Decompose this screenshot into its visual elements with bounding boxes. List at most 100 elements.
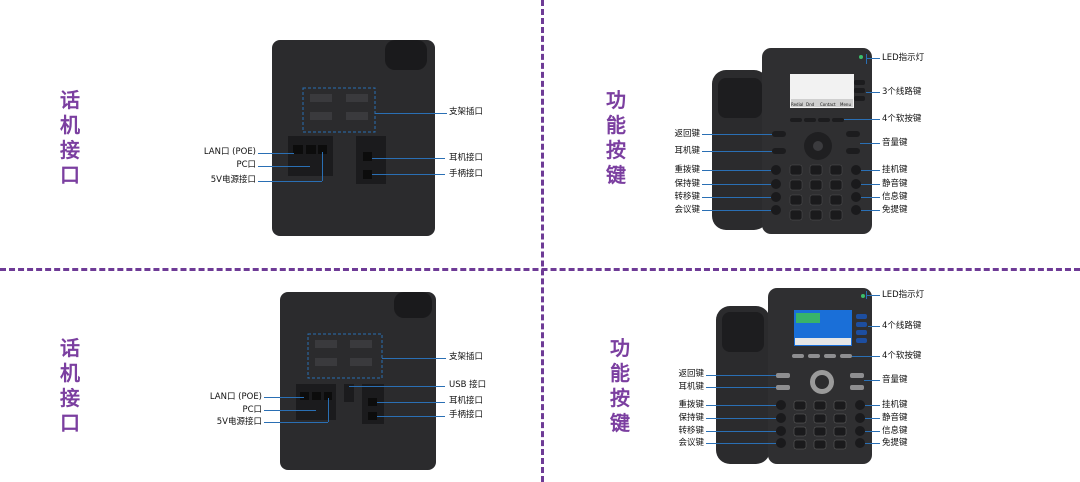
leader-back-top — [702, 134, 772, 135]
label-redial-top: 重拨键 — [674, 165, 700, 175]
leader-soft-keys-top — [844, 119, 880, 120]
interfaces-title-bottom: 话 机 接 口 — [58, 336, 82, 436]
label-message-bottom: 信息键 — [882, 426, 908, 436]
title-char: 话 — [60, 88, 80, 112]
leader-hold-bottom — [706, 418, 776, 419]
leader-transfer-top — [702, 197, 771, 198]
leader-power-bottom — [264, 422, 328, 423]
label-transfer-bottom: 转移键 — [678, 426, 704, 436]
label-headset-top: 耳机接口 — [449, 153, 484, 163]
label-soft-keys-top: 4个软按键 — [882, 114, 922, 124]
label-lan-bottom: LAN口 (POE) — [209, 392, 262, 402]
leader-led-top — [866, 58, 880, 59]
label-led-bottom: LED指示灯 — [882, 290, 925, 300]
leader-handset-top — [372, 174, 445, 175]
vertical-divider — [541, 0, 544, 482]
leader-headset-key-bottom — [706, 387, 776, 388]
leader-headset-bottom — [377, 402, 445, 403]
leader-line-keys-top — [866, 92, 880, 93]
label-transfer-top: 转移键 — [674, 192, 700, 202]
title-char: 键 — [610, 411, 630, 435]
leader-redial-bottom — [706, 405, 776, 406]
label-pc-top: PC口 — [236, 160, 256, 170]
leader-pc-bottom — [264, 410, 316, 411]
leader-usb-bottom — [349, 386, 445, 387]
label-speaker-top: 免提键 — [882, 205, 908, 215]
label-stand-slot-bottom: 支架插口 — [449, 352, 484, 362]
label-message-top: 信息键 — [882, 192, 908, 202]
leader-back-bottom — [706, 375, 776, 376]
leader-led-vertical-top — [866, 54, 867, 64]
label-headset-key-top: 耳机键 — [674, 146, 700, 156]
screen-softkey: Dnd — [806, 102, 815, 107]
leader-hangup-bottom — [865, 405, 880, 406]
label-conference-top: 会议键 — [674, 205, 700, 215]
leader-lan-top — [258, 153, 294, 154]
leader-power-vertical-top — [322, 152, 323, 181]
label-conference-bottom: 会议键 — [678, 438, 704, 448]
title-char: 按 — [606, 138, 626, 162]
label-line-keys-bottom: 4个线路键 — [882, 321, 922, 331]
leader-conference-top — [702, 210, 771, 211]
label-handset-top: 手柄接口 — [449, 169, 484, 179]
title-char: 能 — [606, 113, 626, 137]
leader-handset-bottom — [377, 416, 445, 417]
leader-hangup-top — [861, 170, 880, 171]
title-char: 功 — [606, 88, 626, 112]
leader-soft-keys-bottom — [852, 356, 880, 357]
label-speaker-bottom: 免提键 — [882, 438, 908, 448]
label-hold-top: 保持键 — [674, 179, 700, 189]
leader-mute-top — [861, 184, 880, 185]
leader-transfer-bottom — [706, 431, 776, 432]
leader-speaker-top — [861, 210, 880, 211]
leader-speaker-bottom — [865, 443, 880, 444]
label-power-top: 5V电源接口 — [210, 175, 256, 185]
title-char: 功 — [610, 336, 630, 360]
leader-line-keys-bottom — [868, 326, 880, 327]
leader-hold-top — [702, 184, 771, 185]
title-char: 接 — [60, 138, 80, 162]
interfaces-title-top: 话 机 接 口 — [58, 88, 82, 188]
title-char: 键 — [606, 163, 626, 187]
title-char: 口 — [60, 411, 80, 435]
label-back-bottom: 返回键 — [678, 369, 704, 379]
label-redial-bottom: 重拨键 — [678, 400, 704, 410]
leader-power-vertical-bottom — [328, 398, 329, 422]
leader-pc-top — [258, 166, 310, 167]
label-volume-top: 音量键 — [882, 138, 908, 148]
label-headset-bottom: 耳机接口 — [449, 396, 484, 406]
screen-softkey: Redial — [791, 102, 804, 107]
leader-led-bottom — [866, 295, 880, 296]
title-char: 机 — [60, 361, 80, 385]
title-char: 按 — [610, 386, 630, 410]
label-lan-top: LAN口 (POE) — [203, 147, 256, 157]
label-pc-bottom: PC口 — [242, 405, 262, 415]
label-hangup-top: 挂机键 — [882, 165, 908, 175]
leader-message-bottom — [865, 431, 880, 432]
leader-lan-bottom — [264, 397, 304, 398]
title-char: 话 — [60, 336, 80, 360]
label-led-top: LED指示灯 — [882, 53, 925, 63]
label-usb-bottom: USB 接口 — [449, 380, 487, 390]
leader-conference-bottom — [706, 443, 776, 444]
label-headset-key-bottom: 耳机键 — [678, 382, 704, 392]
leader-message-top — [861, 197, 880, 198]
label-back-top: 返回键 — [674, 129, 700, 139]
leader-stand-slot-top — [375, 113, 447, 114]
label-handset-bottom: 手柄接口 — [449, 410, 484, 420]
title-char: 口 — [60, 163, 80, 187]
label-mute-bottom: 静音键 — [882, 413, 908, 423]
title-char: 能 — [610, 361, 630, 385]
leader-mute-bottom — [865, 418, 880, 419]
title-char: 接 — [60, 386, 80, 410]
functions-title-bottom: 功 能 按 键 — [608, 336, 632, 436]
horizontal-divider — [0, 268, 1080, 271]
label-hold-bottom: 保持键 — [678, 413, 704, 423]
label-volume-bottom: 音量键 — [882, 375, 908, 385]
leader-headset-key-top — [702, 151, 772, 152]
label-line-keys-top: 3个线路键 — [882, 87, 922, 97]
leader-stand-slot-bottom — [382, 358, 446, 359]
